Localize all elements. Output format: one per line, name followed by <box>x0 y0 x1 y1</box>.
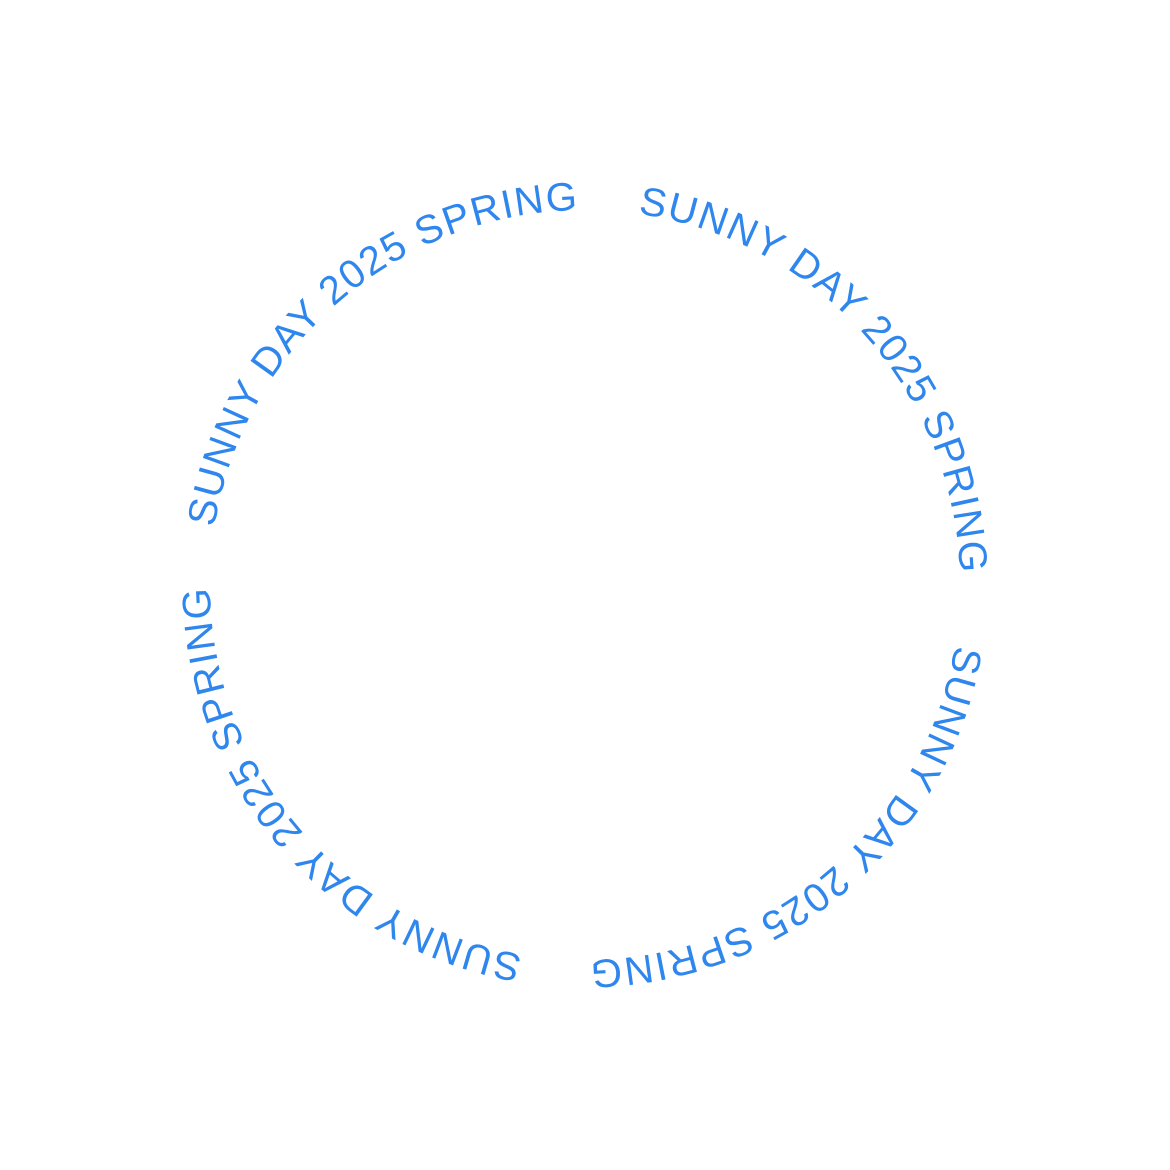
circular-text-ring: SUNNY DAY 2025 SPRING SUNNY DAY 2025 SPR… <box>0 0 1170 1170</box>
page-background <box>0 0 1170 1170</box>
